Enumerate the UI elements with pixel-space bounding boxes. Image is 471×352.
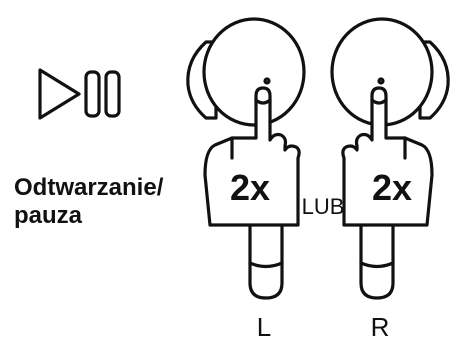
right-side-label: R <box>371 312 390 342</box>
left-hand-icon <box>203 86 301 227</box>
or-label: LUB <box>302 194 345 219</box>
right-hand-icon <box>341 86 434 227</box>
left-side-label: L <box>257 312 271 342</box>
action-label-line1: Odtwarzanie/ <box>14 174 164 201</box>
right-tap-count: 2x <box>372 167 412 208</box>
play-pause-icon <box>38 68 121 120</box>
action-label-line2: pauza <box>14 202 83 229</box>
left-tap-count: 2x <box>230 167 270 208</box>
